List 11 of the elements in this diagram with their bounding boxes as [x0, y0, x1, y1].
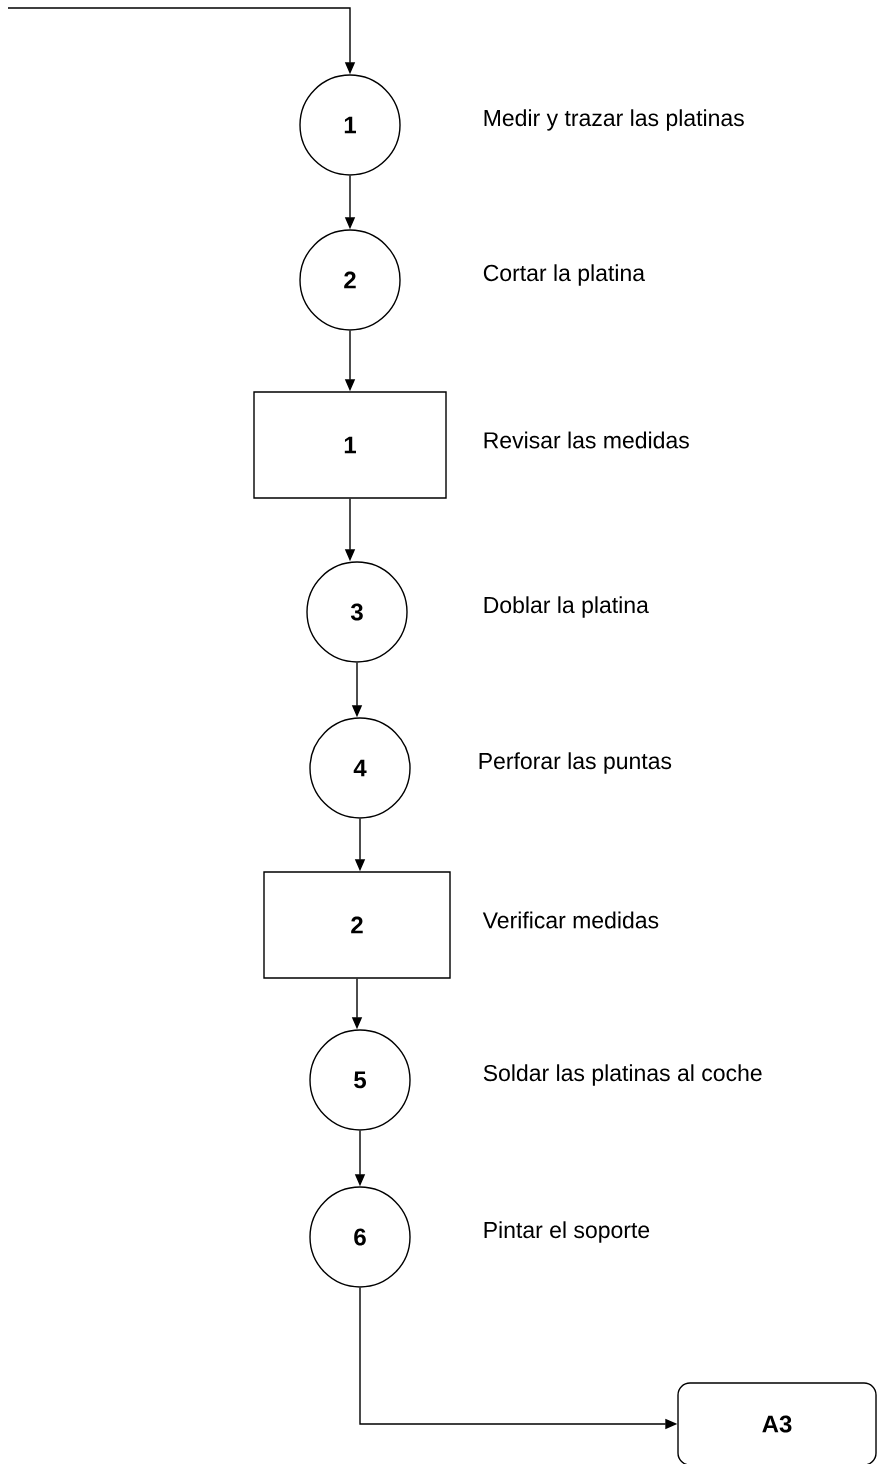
step-description: Cortar la platina: [483, 264, 645, 286]
inspection-box: 2: [263, 871, 451, 979]
step-description: Medir y trazar las platinas: [484, 109, 744, 131]
step-description: Revisar las medidas: [484, 431, 689, 449]
inspection-box: 1: [253, 391, 447, 499]
step-description: Perforar las puntas: [479, 752, 672, 774]
connector-box: A3: [677, 1382, 877, 1464]
step-description: Verificar medidas: [482, 911, 659, 929]
step-description: Doblar la platina: [484, 596, 649, 618]
step-description: Pintar el soporte: [484, 1221, 650, 1243]
step-description: Soldar las platinas al coche: [483, 1064, 762, 1086]
